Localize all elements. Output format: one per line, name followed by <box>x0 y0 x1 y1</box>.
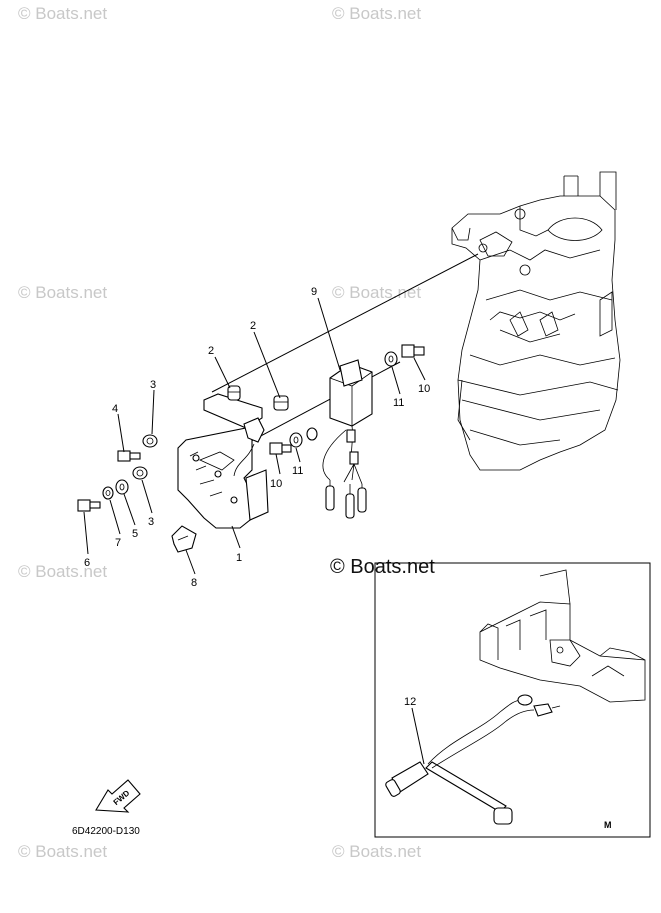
watermark-bottom-center: © Boats.net <box>332 842 422 861</box>
callout-4: 4 <box>112 403 118 415</box>
watermark-inset: © Boats.net <box>330 556 435 578</box>
washer-11-lower-hole <box>293 436 299 444</box>
grommet-lower <box>273 395 289 411</box>
screw-6 <box>77 499 101 512</box>
washer-7 <box>102 486 114 500</box>
callout-12: 12 <box>404 696 416 708</box>
callout-leaders <box>83 297 426 575</box>
rectifier-9 <box>306 359 373 519</box>
callout-11-lower: 11 <box>292 465 303 477</box>
callout-leader-12 <box>411 707 425 765</box>
washer-11-lower <box>289 432 303 448</box>
callout-7: 7 <box>115 537 121 549</box>
sensor-cable-12 <box>385 694 561 825</box>
grommet-upper <box>227 385 241 401</box>
diagram-code: 6D42200-D130 <box>72 826 140 837</box>
callout-1: 1 <box>236 552 242 564</box>
fwd-arrow: FWD <box>95 779 141 813</box>
engine-block <box>451 171 621 471</box>
callout-2-lower: 2 <box>250 320 256 332</box>
callout-5: 5 <box>132 528 138 540</box>
watermark-top-center: © Boats.net <box>332 4 422 23</box>
callout-8: 8 <box>191 577 197 589</box>
callout-2-upper: 2 <box>208 345 214 357</box>
bolt-10-upper <box>401 344 425 358</box>
collar-lower <box>132 466 148 480</box>
callout-11-upper: 11 <box>393 397 404 409</box>
bracket <box>177 393 269 529</box>
washer-5-hole <box>119 483 125 491</box>
washer-11-upper <box>384 351 398 367</box>
washer-7-hole <box>105 490 111 496</box>
callout-9: 9 <box>311 286 317 298</box>
watermark-top-left: © Boats.net <box>18 4 108 23</box>
callout-6: 6 <box>84 557 90 569</box>
watermark-mid-left: © Boats.net <box>18 283 108 302</box>
callout-3-upper: 3 <box>150 379 156 391</box>
clip-8 <box>171 525 197 553</box>
callout-10-lower: 10 <box>270 478 282 490</box>
bolt-4 <box>117 450 141 462</box>
callout-10-upper: 10 <box>418 383 430 395</box>
collar-upper <box>142 434 158 448</box>
leader-line-lower <box>239 361 401 448</box>
inset-mark: M <box>604 820 612 830</box>
inset-engine <box>479 569 646 703</box>
callout-3-lower: 3 <box>148 516 154 528</box>
watermark-bottom-left: © Boats.net <box>18 842 108 861</box>
watermark-low-left: © Boats.net <box>18 562 108 581</box>
inset-frame <box>374 562 651 838</box>
washer-5 <box>115 479 129 495</box>
leader-line-upper <box>211 253 479 393</box>
washer-11-upper-hole <box>388 355 394 363</box>
bolt-10-lower <box>269 442 292 455</box>
watermark-mid-center: © Boats.net <box>332 283 422 302</box>
